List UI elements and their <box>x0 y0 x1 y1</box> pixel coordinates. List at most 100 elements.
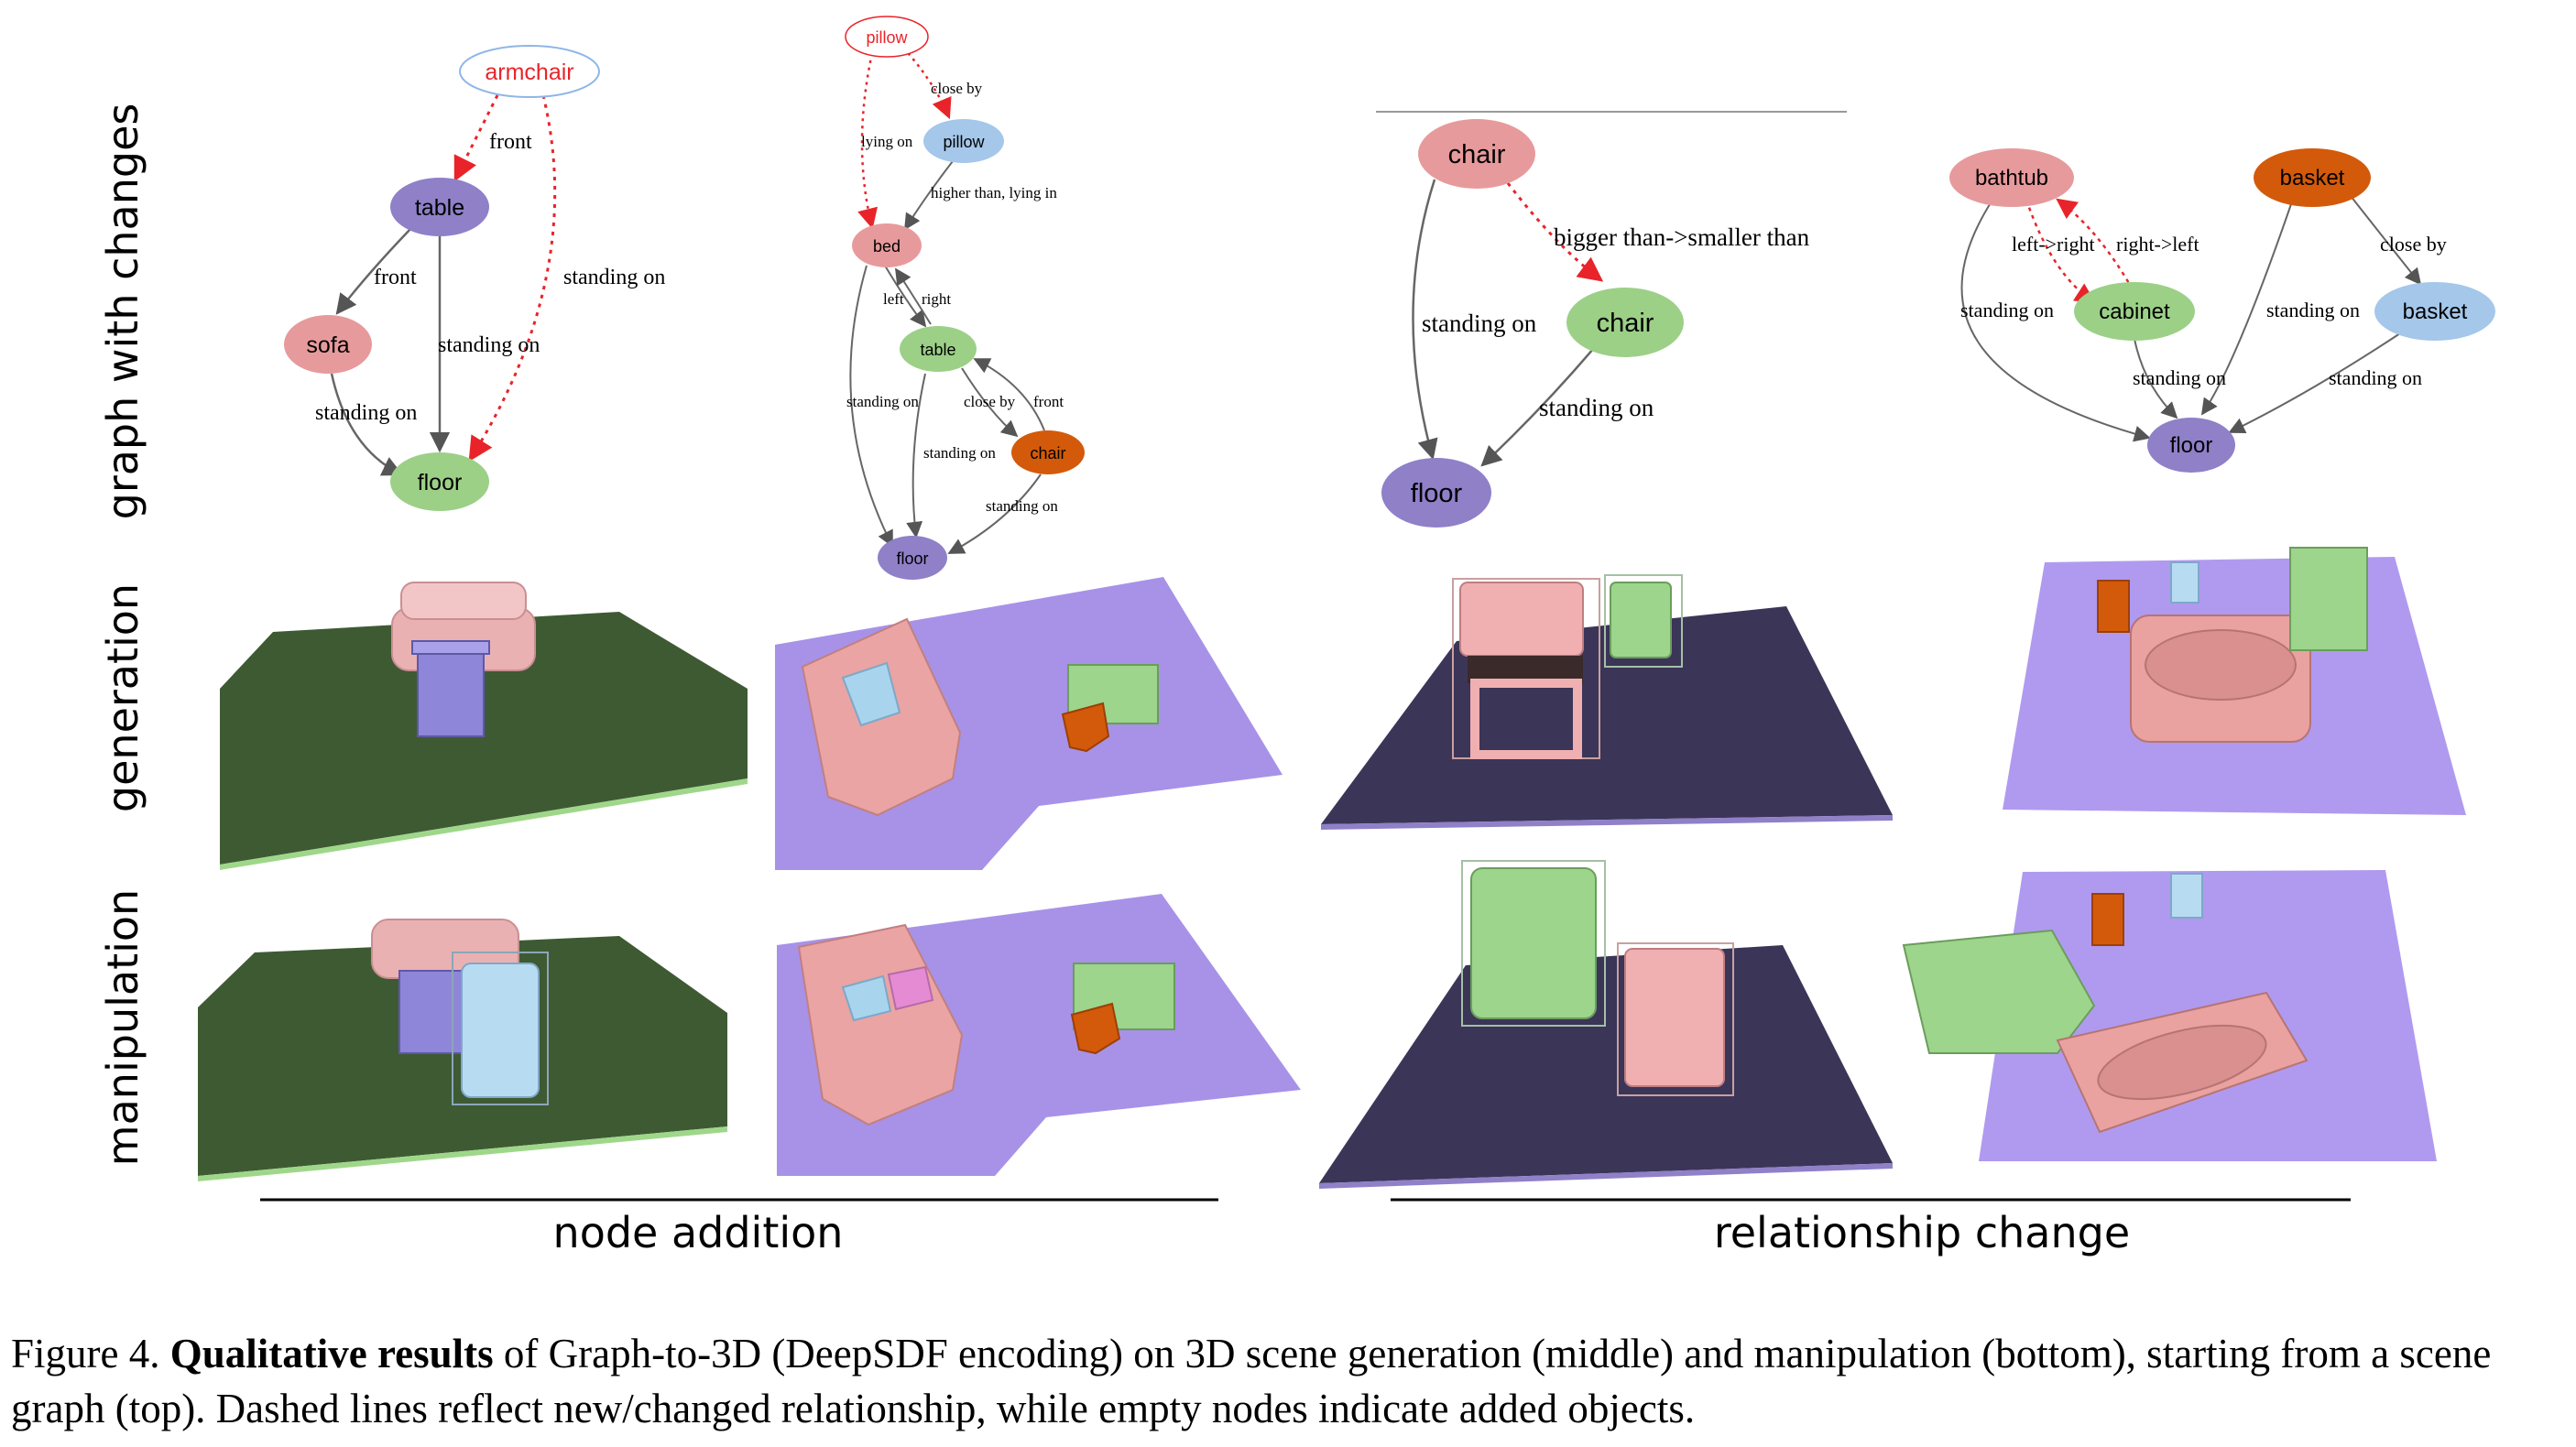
render-manipulation-3 <box>1319 860 1893 1189</box>
basket-blue <box>2170 561 2199 604</box>
edge-basket1-basket2 <box>2350 195 2422 286</box>
render-generation-1 <box>220 582 748 870</box>
edge-label: standing on <box>1539 394 1654 421</box>
edge-label: standing on <box>315 401 417 425</box>
node-label-floor: floor <box>418 470 463 495</box>
node-label-sofa: sofa <box>306 332 349 358</box>
basket-orange <box>2091 893 2124 946</box>
edge-chair-table <box>973 358 1045 431</box>
node-basket-2 <box>2374 282 2495 341</box>
caption-bold: Qualitative results <box>169 1331 494 1376</box>
node-pillow <box>923 119 1004 163</box>
edge-label: lying on <box>861 133 913 150</box>
edge-pillownew-pillow <box>902 47 952 120</box>
edge-armchair-table <box>453 94 499 182</box>
edge-label: standing on <box>923 444 996 462</box>
node-bed <box>852 223 922 267</box>
floor-edge <box>220 778 748 870</box>
node-label-floor: floor <box>2170 433 2213 458</box>
row-label-generation: generation <box>98 583 147 812</box>
node-label-armchair: armchair <box>485 60 573 85</box>
edge-basket1-floor <box>2200 201 2293 416</box>
edge-chair1-chair2 <box>1506 182 1604 282</box>
edge-label: close by <box>2380 233 2447 256</box>
render-generation-3 <box>1321 574 1893 830</box>
render-generation-2 <box>775 577 1283 870</box>
edge-label: front <box>489 130 532 154</box>
edge-label: standing on <box>986 497 1058 515</box>
edge-label: close by <box>964 393 1016 410</box>
edge-bathtub-floor <box>1960 201 2151 442</box>
chair-green-shape <box>1610 582 1672 658</box>
node-table <box>390 178 489 236</box>
node-basket-1 <box>2254 148 2371 207</box>
edge-label: standing on <box>2266 299 2360 321</box>
section-label-node-addition: node addition <box>553 1208 844 1257</box>
scene-graph-2: close by lying on higher than, lying in … <box>845 16 1085 580</box>
section-label-relationship-change: relationship change <box>1714 1208 2130 1257</box>
floor-plane <box>1321 606 1893 824</box>
table-shape <box>398 970 464 1054</box>
node-label-floor: floor <box>896 549 928 568</box>
edge-bed-floor <box>849 265 893 548</box>
node-label-basket-1: basket <box>2280 166 2345 190</box>
node-floor <box>878 536 947 580</box>
edge-label: close by <box>931 80 983 97</box>
edge-table-chair <box>961 367 1019 438</box>
node-label-table: table <box>415 195 464 221</box>
node-floor <box>1381 458 1491 528</box>
edge-label: standing on <box>2329 366 2422 389</box>
caption-text: of Graph-to-3D (DeepSDF encoding) on 3D … <box>11 1331 2492 1431</box>
edge-table-bed <box>895 267 932 325</box>
armchair-box <box>452 952 549 1105</box>
chair-green-box <box>1604 574 1683 668</box>
edge-label: right->left <box>2116 233 2199 256</box>
bathtub-basin <box>2097 1024 2267 1101</box>
chair-shape <box>1061 702 1110 753</box>
edge-label: standing on <box>1960 299 2054 321</box>
edge-bathtub-cabinet <box>2025 199 2096 304</box>
chair-green-shape <box>1470 867 1597 1019</box>
armchair-shape <box>461 963 540 1098</box>
edge-label: bigger than->smaller than <box>1554 223 1810 251</box>
node-sofa <box>284 315 372 374</box>
edge-table-sofa <box>335 226 413 315</box>
node-chair-2 <box>1566 288 1684 357</box>
bed-pillow-blue <box>841 974 892 1022</box>
chair-pink-box <box>1617 942 1734 1096</box>
caption-prefix: Figure 4. <box>11 1331 170 1376</box>
node-floor <box>390 452 489 511</box>
scene-graph-3: bigger than->smaller than standing on st… <box>1381 119 1810 528</box>
row-label-graph: graph with changes <box>98 103 147 520</box>
scene-graph-4: left->right right->left close by standin… <box>1949 148 2495 473</box>
node-cabinet <box>2074 282 2195 341</box>
cabinet-shape <box>1902 929 2096 1054</box>
edge-label: front <box>1033 393 1064 410</box>
edge-pillownew-bed <box>857 52 879 230</box>
node-pillow-new <box>845 16 929 58</box>
edge-sofa-floor <box>330 373 404 476</box>
table-top <box>411 640 490 655</box>
render-manipulation-4 <box>1902 870 2437 1161</box>
node-label-chair: chair <box>1030 444 1065 462</box>
node-chair <box>1011 430 1085 474</box>
floor-edge <box>1319 1163 1893 1189</box>
floor-edge <box>198 1126 727 1181</box>
node-label-pillow-new: pillow <box>866 28 908 47</box>
node-label-bed: bed <box>873 237 901 256</box>
edge-bed-table <box>884 265 927 328</box>
render-manipulation-2 <box>777 894 1301 1176</box>
node-label-floor: floor <box>1411 479 1463 508</box>
bed-pillow-pink <box>887 965 934 1011</box>
chair-green-box <box>1461 860 1606 1027</box>
chair-pink-shape <box>1624 948 1725 1087</box>
chair-pink-legs <box>1470 679 1582 759</box>
node-label-basket-2: basket <box>2403 299 2468 324</box>
edge-pillow-bed <box>904 160 954 231</box>
edge-label: standing on <box>438 333 540 357</box>
row-label-manipulation: manipulation <box>98 889 147 1166</box>
edge-armchair-floor <box>468 94 557 462</box>
edge-chair2-floor <box>1480 347 1595 467</box>
node-label-chair-1: chair <box>1448 140 1506 169</box>
